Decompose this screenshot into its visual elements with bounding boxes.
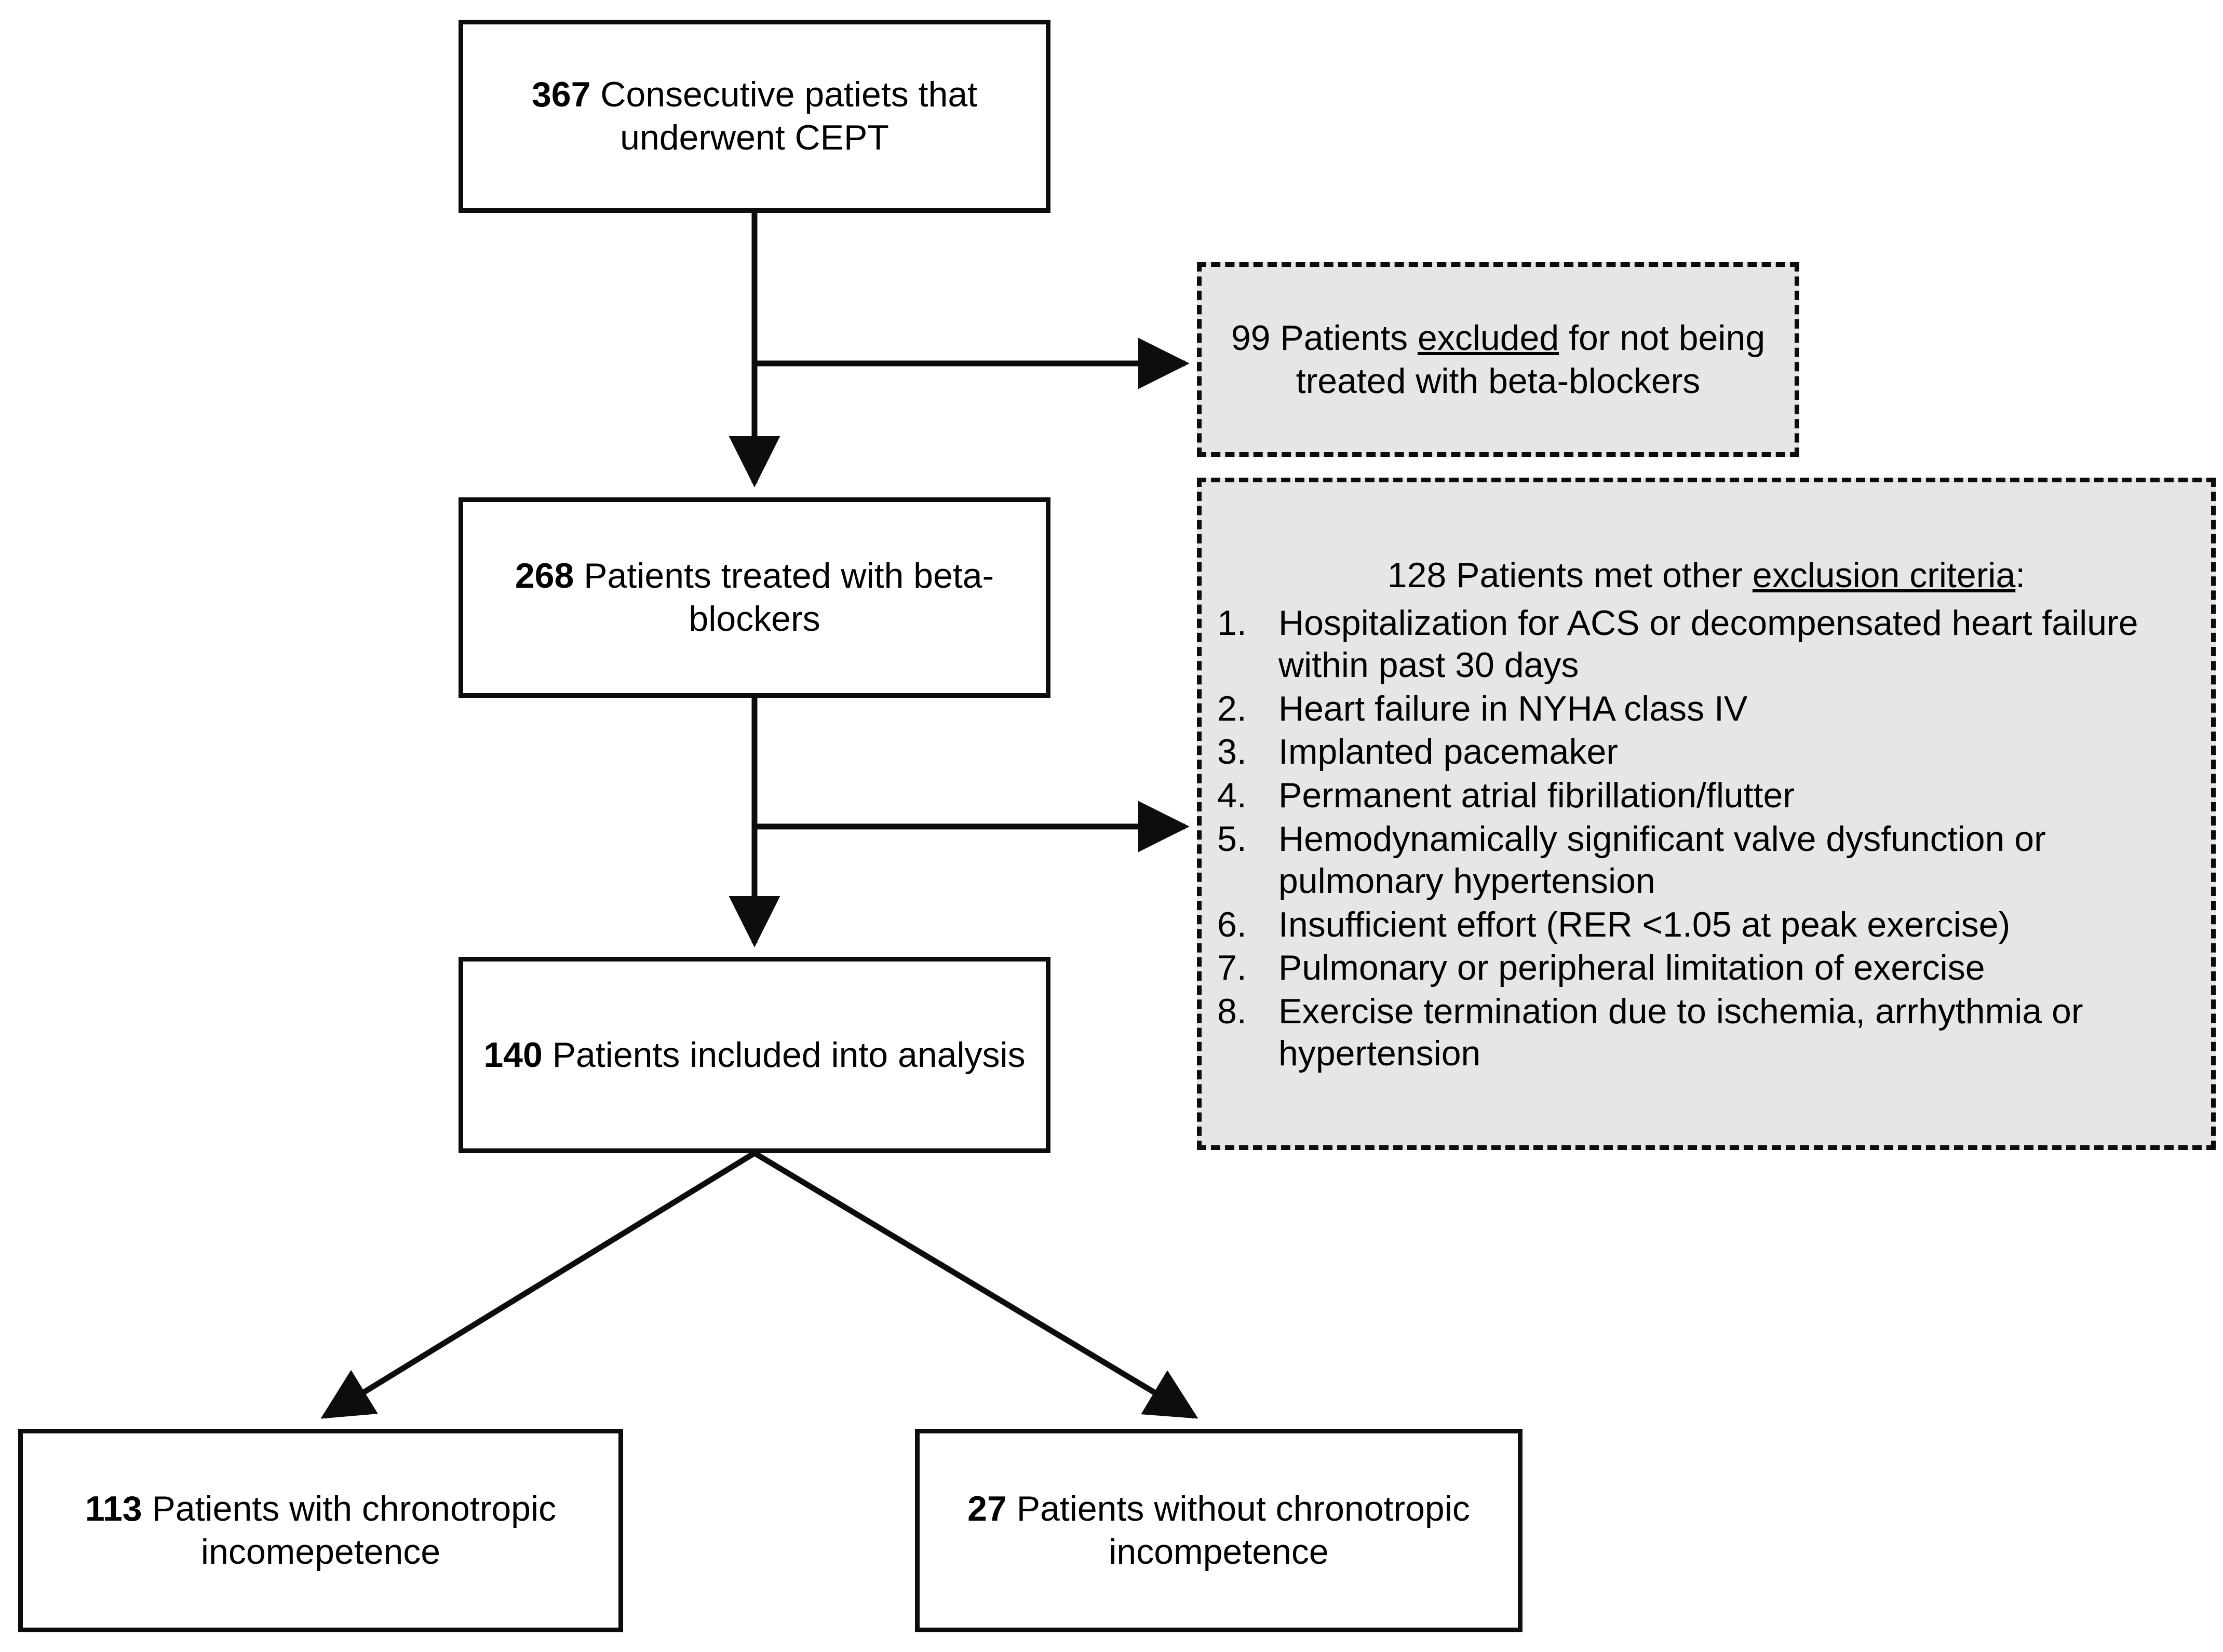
list-item: 5. Hemodynamically significant valve dys…	[1217, 818, 2195, 903]
list-item-text: Implanted pacemaker	[1278, 732, 1618, 772]
list-item-text: Insufficient effort (RER <1.05 at peak e…	[1278, 904, 2011, 944]
connector-included-to-without-ci	[753, 1150, 1198, 1419]
list-item-marker: 6.	[1217, 904, 1247, 944]
list-item: 4. Permanent atrial fibrillation/flutter	[1217, 775, 2195, 817]
node-with-ci-label: Patients with chronotropic incomepetence	[142, 1489, 557, 1572]
list-item: 8. Exercise termination due to ischemia,…	[1217, 991, 2195, 1075]
node-enrolled-text: 367 Consecutive patiets that underwent C…	[463, 73, 1046, 159]
list-item-marker: 4.	[1217, 775, 1247, 815]
node-treated-count: 268	[515, 556, 574, 596]
node-without-chronotropic-incompetence: 27 Patients without chronotropic incompe…	[915, 1429, 1523, 1632]
exclusion-criteria-head-underlined: exclusion criteria	[1752, 555, 2016, 595]
node-treated-text: 268 Patients treated with beta-blockers	[463, 554, 1046, 641]
list-item: 2. Heart failure in NYHA class IV	[1217, 688, 2195, 730]
node-excluded-bb-text: 99 Patients excluded for not being treat…	[1202, 317, 1795, 403]
node-excluded-bb-prefix: 99 Patients	[1231, 318, 1418, 358]
node-without-ci-count: 27	[967, 1489, 1007, 1529]
list-item-text: Heart failure in NYHA class IV	[1278, 688, 1748, 728]
list-item-text: Pulmonary or peripheral limitation of ex…	[1278, 948, 1985, 988]
exclusion-criteria-wrapper: 128 Patients met other exclusion criteri…	[1202, 541, 2211, 1087]
node-included-count: 140	[483, 1035, 543, 1075]
node-excluded-not-on-beta-blockers: 99 Patients excluded for not being treat…	[1197, 262, 1799, 457]
exclusion-criteria-head-prefix: 128 Patients met other	[1387, 555, 1753, 595]
exclusion-criteria-heading: 128 Patients met other exclusion criteri…	[1217, 554, 2195, 597]
list-item: 3. Implanted pacemaker	[1217, 731, 2195, 774]
node-with-chronotropic-incompetence: 113 Patients with chronotropic incomepet…	[18, 1429, 623, 1632]
connector-included-to-with-ci	[320, 1150, 756, 1419]
node-with-ci-count: 113	[85, 1489, 142, 1529]
list-item-text: Hospitalization for ACS or decompensated…	[1278, 603, 2138, 685]
list-item-marker: 5.	[1217, 819, 1247, 859]
node-excluded-bb-suffix: for not being treated with beta-blockers	[1296, 318, 1766, 401]
node-with-ci-text: 113 Patients with chronotropic incomepet…	[23, 1487, 618, 1574]
node-without-ci-label: Patients without chronotropic incompeten…	[1006, 1489, 1470, 1572]
node-enrolled-count: 367	[531, 75, 591, 115]
node-enrolled-label: Consecutive patiets that underwent CEPT	[590, 75, 978, 157]
node-treated-with-beta-blockers: 268 Patients treated with beta-blockers	[459, 497, 1050, 698]
node-included-label: Patients included into analysis	[542, 1035, 1026, 1075]
node-without-ci-text: 27 Patients without chronotropic incompe…	[920, 1487, 1518, 1574]
list-item-text: Exercise termination due to ischemia, ar…	[1278, 991, 2083, 1074]
list-item: 1. Hospitalization for ACS or decompensa…	[1217, 602, 2195, 687]
node-treated-label: Patients treated with beta-blockers	[574, 556, 994, 639]
list-item-text: Hemodynamically significant valve dysfun…	[1278, 819, 2046, 901]
list-item-marker: 7.	[1217, 948, 1247, 988]
exclusion-criteria-head-suffix: :	[2015, 555, 2026, 595]
list-item-text: Permanent atrial fibrillation/flutter	[1278, 775, 1795, 815]
node-excluded-bb-underlined: excluded	[1417, 318, 1559, 358]
list-item-marker: 8.	[1217, 991, 1247, 1031]
list-item-marker: 2.	[1217, 688, 1247, 728]
node-enrolled-patients: 367 Consecutive patiets that underwent C…	[459, 20, 1050, 213]
node-other-exclusion-criteria: 128 Patients met other exclusion criteri…	[1197, 478, 2216, 1150]
list-item-marker: 1.	[1217, 603, 1247, 643]
node-included-text: 140 Patients included into analysis	[464, 1034, 1045, 1077]
list-item-marker: 3.	[1217, 732, 1247, 772]
list-item: 6. Insufficient effort (RER <1.05 at pea…	[1217, 904, 2195, 946]
exclusion-criteria-list: 1. Hospitalization for ACS or decompensa…	[1217, 602, 2195, 1076]
list-item: 7. Pulmonary or peripheral limitation of…	[1217, 947, 2195, 990]
node-included-into-analysis: 140 Patients included into analysis	[459, 957, 1050, 1153]
